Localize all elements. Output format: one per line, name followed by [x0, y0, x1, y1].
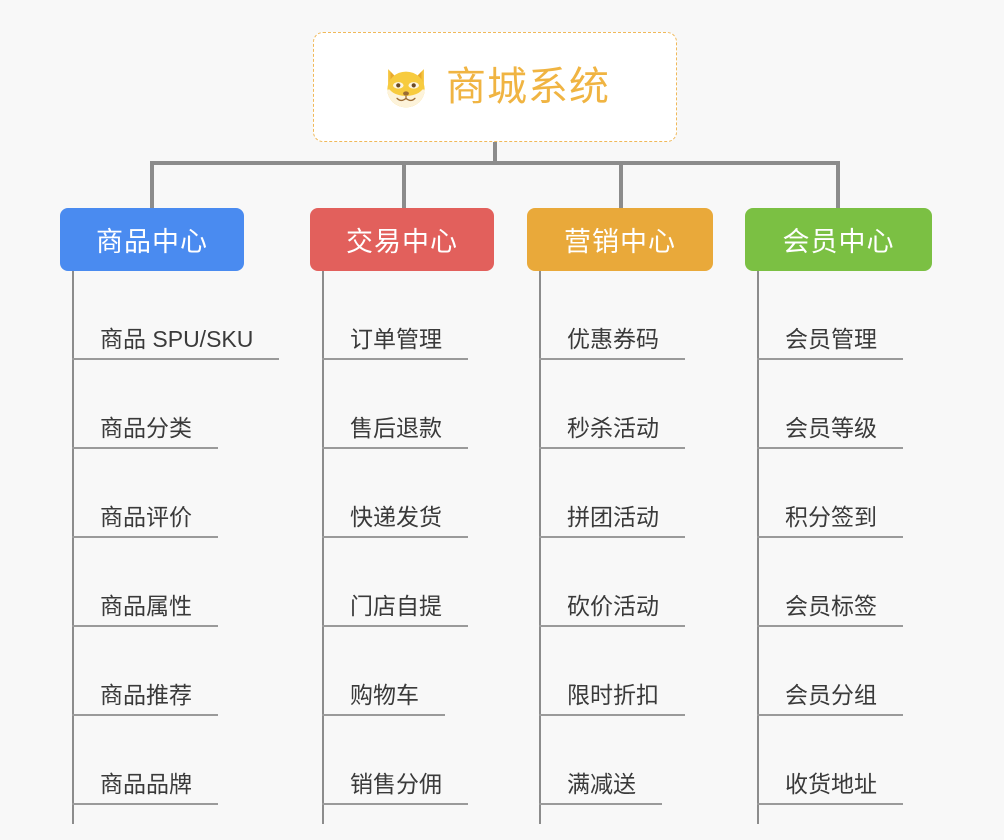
leaf-label: 收货地址	[757, 771, 903, 805]
list-item[interactable]: 收货地址	[745, 716, 932, 805]
leaf-label: 限时折扣	[539, 682, 685, 716]
branch-header-trade-center[interactable]: 交易中心	[310, 208, 494, 271]
leaf-label: 商品品牌	[72, 771, 218, 805]
leaf-label: 售后退款	[322, 415, 468, 449]
root-connector-stem	[493, 142, 497, 164]
shiba-dog-face-icon	[387, 69, 425, 108]
list-item[interactable]: 秒杀活动	[527, 360, 713, 449]
leaf-label: 商品推荐	[72, 682, 218, 716]
leaf-label: 会员等级	[757, 415, 903, 449]
branch-spine	[757, 271, 759, 824]
list-item[interactable]: 砍价活动	[527, 538, 713, 627]
list-item[interactable]: 满减送	[527, 716, 713, 805]
list-item[interactable]: 商品分类	[60, 360, 279, 449]
branch-connector-4	[836, 161, 840, 209]
leaf-label: 商品评价	[72, 504, 218, 538]
leaf-label: 会员分组	[757, 682, 903, 716]
root-title: 商城系统	[446, 65, 610, 109]
leaf-label: 销售分佣	[322, 771, 468, 805]
branch-label: 营销中心	[564, 227, 676, 257]
branch-product-center: 商品中心 商品 SPU/SKU 商品分类 商品评价 商品属性 商品推荐 商品品牌	[60, 208, 280, 824]
list-item[interactable]: 会员管理	[745, 271, 932, 360]
branch-connector-2	[402, 161, 406, 209]
branch-label: 会员中心	[782, 227, 895, 257]
list-item[interactable]: 商品推荐	[60, 627, 279, 716]
leaf-label: 购物车	[322, 682, 445, 716]
root-connector-bus	[150, 161, 840, 165]
list-item[interactable]: 快递发货	[310, 449, 494, 538]
list-item[interactable]: 售后退款	[310, 360, 494, 449]
leaf-label: 门店自提	[322, 593, 468, 627]
leaf-label: 拼团活动	[539, 504, 685, 538]
leaf-list: 会员管理 会员等级 积分签到 会员标签 会员分组 收货地址	[745, 271, 932, 805]
list-item[interactable]: 商品评价	[60, 449, 279, 538]
list-item[interactable]: 销售分佣	[310, 716, 494, 805]
branch-label: 交易中心	[346, 227, 458, 257]
leaf-label: 砍价活动	[539, 593, 685, 627]
branch-trade-center: 交易中心 订单管理 售后退款 快递发货 门店自提 购物车 销售分佣	[310, 208, 494, 824]
branch-connector-1	[150, 161, 154, 209]
root-node[interactable]: 商城系统	[313, 32, 677, 142]
list-item[interactable]: 积分签到	[745, 449, 932, 538]
leaf-label: 优惠券码	[539, 326, 685, 360]
list-item[interactable]: 会员分组	[745, 627, 932, 716]
leaf-label: 商品 SPU/SKU	[72, 326, 280, 360]
branch-marketing-center: 营销中心 优惠券码 秒杀活动 拼团活动 砍价活动 限时折扣 满减送	[527, 208, 713, 824]
list-item[interactable]: 订单管理	[310, 271, 494, 360]
leaf-label: 会员管理	[757, 326, 903, 360]
leaf-label: 满减送	[539, 771, 662, 805]
leaf-list: 订单管理 售后退款 快递发货 门店自提 购物车 销售分佣	[310, 271, 494, 805]
list-item[interactable]: 优惠券码	[527, 271, 713, 360]
leaf-list: 优惠券码 秒杀活动 拼团活动 砍价活动 限时折扣 满减送	[527, 271, 713, 805]
list-item[interactable]: 商品 SPU/SKU	[60, 271, 280, 360]
branch-spine	[539, 271, 541, 824]
leaf-label: 快递发货	[322, 504, 468, 538]
leaf-label: 商品分类	[72, 415, 218, 449]
branch-spine	[72, 271, 74, 824]
branch-connector-3	[619, 161, 623, 209]
branch-header-product-center[interactable]: 商品中心	[60, 208, 244, 271]
list-item[interactable]: 会员等级	[745, 360, 932, 449]
list-item[interactable]: 限时折扣	[527, 627, 713, 716]
list-item[interactable]: 购物车	[310, 627, 494, 716]
leaf-label: 秒杀活动	[539, 415, 685, 449]
list-item[interactable]: 门店自提	[310, 538, 494, 627]
list-item[interactable]: 拼团活动	[527, 449, 713, 538]
branch-label: 商品中心	[96, 227, 208, 257]
leaf-label: 订单管理	[322, 326, 468, 360]
branch-spine	[322, 271, 324, 824]
branch-header-marketing-center[interactable]: 营销中心	[527, 208, 713, 271]
list-item[interactable]: 商品属性	[60, 538, 279, 627]
leaf-list: 商品 SPU/SKU 商品分类 商品评价 商品属性 商品推荐 商品品牌	[60, 271, 280, 805]
list-item[interactable]: 商品品牌	[60, 716, 279, 805]
list-item[interactable]: 会员标签	[745, 538, 932, 627]
leaf-label: 商品属性	[72, 593, 218, 627]
branch-header-member-center[interactable]: 会员中心	[745, 208, 932, 271]
leaf-label: 会员标签	[757, 593, 903, 627]
branch-member-center: 会员中心 会员管理 会员等级 积分签到 会员标签 会员分组 收货地址	[745, 208, 932, 824]
leaf-label: 积分签到	[757, 504, 903, 538]
